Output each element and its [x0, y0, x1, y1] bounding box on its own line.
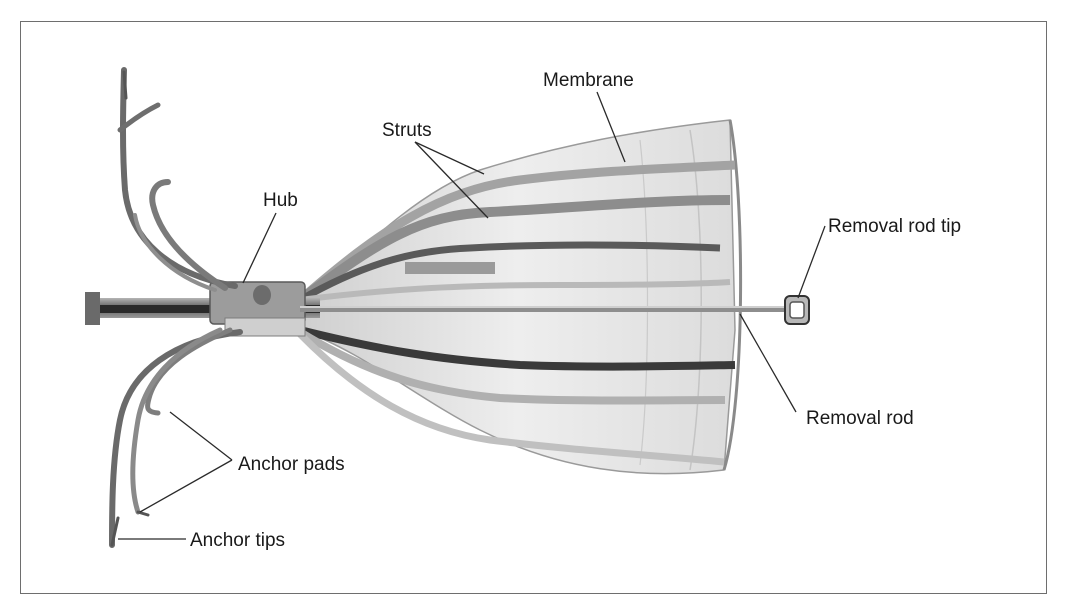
removal-rod — [300, 306, 790, 312]
label-membrane: Membrane — [543, 70, 634, 91]
leader-hub — [243, 213, 276, 283]
leader-anchor-pads-a — [170, 412, 232, 460]
device-membrane — [300, 120, 741, 474]
label-anchor-tips: Anchor tips — [190, 530, 285, 551]
label-anchor-pads: Anchor pads — [238, 454, 345, 475]
upper-anchors — [120, 70, 235, 290]
leader-removal-rod — [740, 314, 796, 412]
lower-anchors — [112, 330, 240, 545]
removal-rod-tip — [785, 296, 809, 324]
label-removal-rod-tip: Removal rod tip — [828, 216, 961, 237]
leader-struts-a — [415, 142, 484, 174]
label-hub: Hub — [263, 190, 298, 211]
leader-anchor-pads-b — [140, 460, 232, 512]
label-struts: Struts — [382, 120, 432, 141]
leader-removal-rod-tip — [798, 226, 825, 298]
label-removal-rod: Removal rod — [806, 408, 914, 429]
